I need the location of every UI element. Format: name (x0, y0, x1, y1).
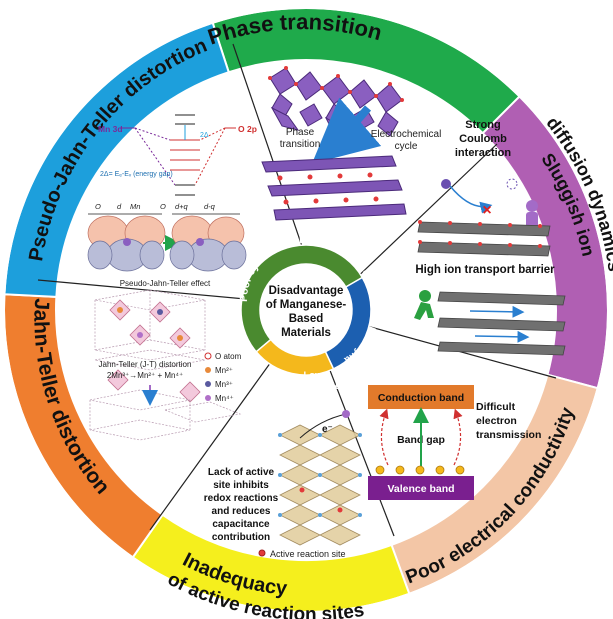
center-title-4: Materials (281, 327, 331, 339)
dq-label: d+q (175, 202, 189, 211)
excite-arrow-right (453, 408, 463, 466)
excite-arrow-left (379, 408, 389, 466)
lattice-nodes (278, 433, 362, 517)
coulomb-label-2: Coulomb (459, 133, 507, 145)
o-right-label: O (160, 202, 166, 211)
layered-slabs (261, 155, 407, 221)
lack-label-4: and reduces (212, 506, 271, 517)
outer-ring-edge (3, 7, 609, 613)
outer-ring (3, 7, 609, 613)
electro-label-2: cycle (395, 141, 418, 152)
phase-transition-figure: Phase transition Electrochemical cycle (261, 66, 442, 221)
mn-label: Mn (130, 202, 140, 211)
jahn-teller-figure: O atom Mn²⁺ Mn³⁺ Mn⁴⁺ Jahn-Teller (J-T) … (89, 289, 242, 441)
inadequacy-figure: Lack of active site inhibits redox react… (204, 410, 362, 559)
mn2-label: Mn²⁺ (215, 366, 233, 375)
running-person-icon (414, 290, 434, 320)
diffusion-arrow-2 (474, 330, 530, 343)
electron-path (299, 413, 347, 439)
center-title-1: Disadvantage (269, 285, 344, 297)
ion-path-arrow (449, 185, 493, 214)
center-title-3: Based (289, 313, 324, 325)
mn3-icon (205, 381, 211, 387)
ion-target (506, 178, 518, 190)
difficult-label-2: electron (476, 415, 517, 427)
active-site-legend-icon (258, 549, 266, 557)
phase-label-1: Phase (286, 127, 315, 138)
coulomb-label-1: Strong (465, 119, 500, 131)
active-site-label: Active reaction site (270, 549, 346, 559)
difficult-label-1: Difficult (476, 401, 516, 413)
center-disk (260, 264, 352, 356)
oxygen-dots-top (268, 66, 404, 102)
mo-diagram (120, 114, 236, 196)
ion-sphere (342, 410, 350, 418)
blocked-cross-icon: × (482, 202, 491, 219)
lack-label-3: redox reactions (204, 493, 279, 504)
pseudo-jt-figure: Mn 3d O 2p 2Δ 2Δ= Eₑ-Eᵥ (energy gap) O d… (87, 114, 257, 288)
slab-stack-bottom (437, 291, 566, 356)
center-title-2: of Manganese- (266, 299, 347, 311)
conduction-band-label: Conduction band (378, 392, 464, 404)
d-label: d (117, 202, 122, 211)
lack-label-1: Lack of active (208, 467, 275, 478)
conduction-band-box (368, 385, 474, 409)
jt-label-1: Jahn-Teller (J-T) distortion (99, 360, 192, 369)
diffusion-arrow-1 (469, 305, 525, 318)
low-capacitance-label-2: capacitance (286, 381, 340, 392)
two-delta-label: 2Δ (200, 132, 209, 139)
gap-equation: 2Δ= Eₑ-Eᵥ (energy gap) (100, 171, 173, 178)
mn4-icon (205, 395, 211, 401)
inner-ring (240, 244, 372, 376)
lack-label-5: capacitance (212, 519, 270, 530)
conductivity-figure: Conduction band Difficult electron trans… (368, 385, 541, 500)
valence-band-box (368, 476, 474, 500)
valence-band-label: Valence band (387, 483, 454, 495)
mn2-icon (205, 367, 211, 373)
ion-sphere (441, 179, 451, 189)
inner-sector-poor-cyclic (240, 244, 364, 353)
interlayer-ions (277, 172, 379, 205)
o-left-label: O (95, 202, 101, 211)
jt-lattice-lower (89, 389, 242, 441)
o-atom-icon (204, 352, 212, 360)
lack-label-6: contribution (212, 532, 270, 543)
sluggish-figure: Strong Coulomb interaction × High ion tr… (414, 119, 566, 356)
coulomb-label-3: interaction (455, 147, 512, 159)
electron-label: e⁻ (322, 424, 333, 435)
transition-arrow (311, 97, 382, 164)
dmq-label: d-q (204, 202, 216, 211)
lack-label-2: site inhibits (213, 480, 269, 491)
jt-ions (117, 307, 183, 341)
mn4-label: Mn⁴⁺ (215, 394, 234, 403)
active-site-dot (299, 487, 305, 493)
slab-stack-top (417, 221, 551, 257)
low-capacitance-label-1: Low (304, 370, 324, 381)
active-site-dot (337, 507, 343, 513)
electron-dots (375, 465, 465, 475)
o2p-label: O 2p (238, 124, 257, 134)
jt-label-2: 2Mn³⁺→Mn²⁺ + Mn⁴⁺ (107, 371, 183, 380)
difficult-label-3: transmission (476, 429, 541, 441)
o-atom-label: O atom (215, 352, 242, 361)
electro-label-1: Electrochemical (371, 129, 442, 140)
phase-label-2: transition (280, 139, 321, 150)
mn3d-label: Mn 3d (98, 124, 123, 134)
slab-top-oxygens (418, 220, 542, 248)
orbital-lobes-left (87, 215, 166, 272)
crystal-lattice (279, 424, 361, 546)
orbital-lobes-right (169, 215, 247, 272)
barrier-label: High ion transport barrier (415, 264, 555, 276)
pjt-effect-label: Pseudo-Jahn-Teller effect (120, 279, 211, 288)
spinel-lattice (94, 289, 206, 371)
mn3-label: Mn³⁺ (215, 380, 233, 389)
confused-person-icon (526, 200, 538, 228)
